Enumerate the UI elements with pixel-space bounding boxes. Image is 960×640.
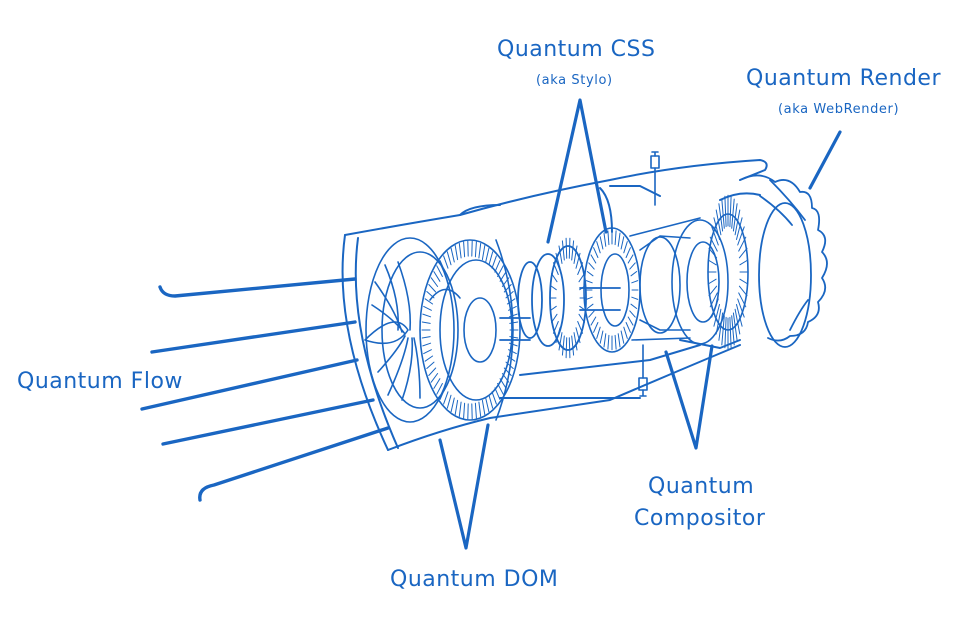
quantum-css-label: Quantum CSS bbox=[497, 37, 656, 62]
quantum-css-aka-label: (aka Stylo) bbox=[536, 73, 613, 88]
engine-housing bbox=[341, 159, 768, 451]
turbine-section bbox=[629, 213, 749, 345]
bolt-fittings bbox=[638, 151, 660, 397]
airflow-lines bbox=[140, 277, 390, 502]
quantum-dom-label: Quantum DOM bbox=[390, 567, 559, 592]
compressor-blades bbox=[421, 240, 519, 420]
turbine-blades bbox=[707, 194, 749, 350]
exhaust-nozzle bbox=[739, 174, 828, 348]
intake-fan bbox=[364, 237, 459, 423]
quantum-render-aka-label: (aka WebRender) bbox=[778, 102, 900, 117]
quantum-flow-label: Quantum Flow bbox=[17, 369, 183, 394]
quantum-compositor-label-line1: Quantum bbox=[648, 474, 755, 499]
compressor-disc bbox=[419, 239, 521, 421]
mid-compressor-blades bbox=[585, 229, 639, 351]
pointer-lines bbox=[438, 98, 842, 550]
quantum-compositor-label-line2: Compositor bbox=[634, 506, 766, 531]
quantum-render-label: Quantum Render bbox=[746, 66, 941, 91]
